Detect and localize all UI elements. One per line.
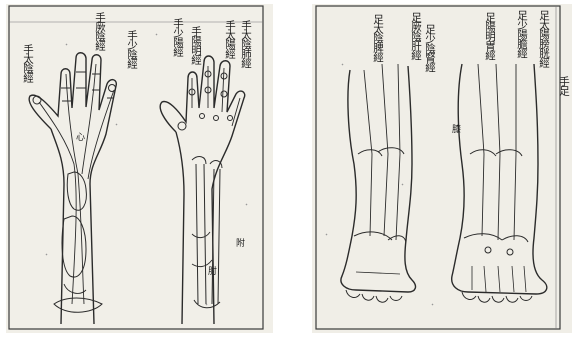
label-shou-taiyang-jing: 手太陽經	[224, 20, 235, 58]
label-shou-taiyin-jing: 手太陰經	[22, 44, 33, 82]
heading-shou-taiyin-fei-jing: 手太陰肺經	[240, 20, 251, 68]
left-page: 手太陰肺經 手太陰經 手厥陰經 手少陰經 手少陽經 手陽明經 手太陽經 心 肘 …	[6, 4, 273, 333]
label-shou-shaoyin-jing: 手少陰經	[126, 30, 137, 68]
label-xi: 膝	[450, 124, 459, 132]
label-shou-edge: 手足	[558, 76, 569, 95]
legs-illustration	[312, 4, 572, 333]
label-shou-jueyin-jing: 手厥陰經	[94, 12, 105, 50]
label-zu-shaoyang-dan-jing: 足少陽膽經	[516, 10, 527, 58]
label-xin: 心	[74, 132, 83, 140]
label-zu-shaoyin-shen-jing: 足少陰腎經	[424, 24, 435, 72]
label-shou-shaoyang-jing: 手少陽經	[172, 18, 183, 56]
label-zu-yangming-wei-jing: 足陽明胃經	[484, 12, 495, 60]
label-zhou: 肘	[206, 266, 215, 274]
label-zu-jueyin-gan-jing: 足厥陰肝經	[410, 12, 421, 60]
heading-zu-taiyang-pangguang-jing: 足太陽膀胱經	[538, 10, 549, 67]
label-zu-taiyin-pi-jing: 足太陰脾經	[372, 14, 383, 62]
label-fu: 附	[234, 238, 243, 246]
label-shou-yangming-jing: 手陽明經	[190, 26, 201, 64]
right-page: 足太陽膀胱經 足太陰脾經 足厥陰肝經 足少陰腎經 足陽明胃經 足少陽膽經 膝 手…	[312, 4, 572, 333]
